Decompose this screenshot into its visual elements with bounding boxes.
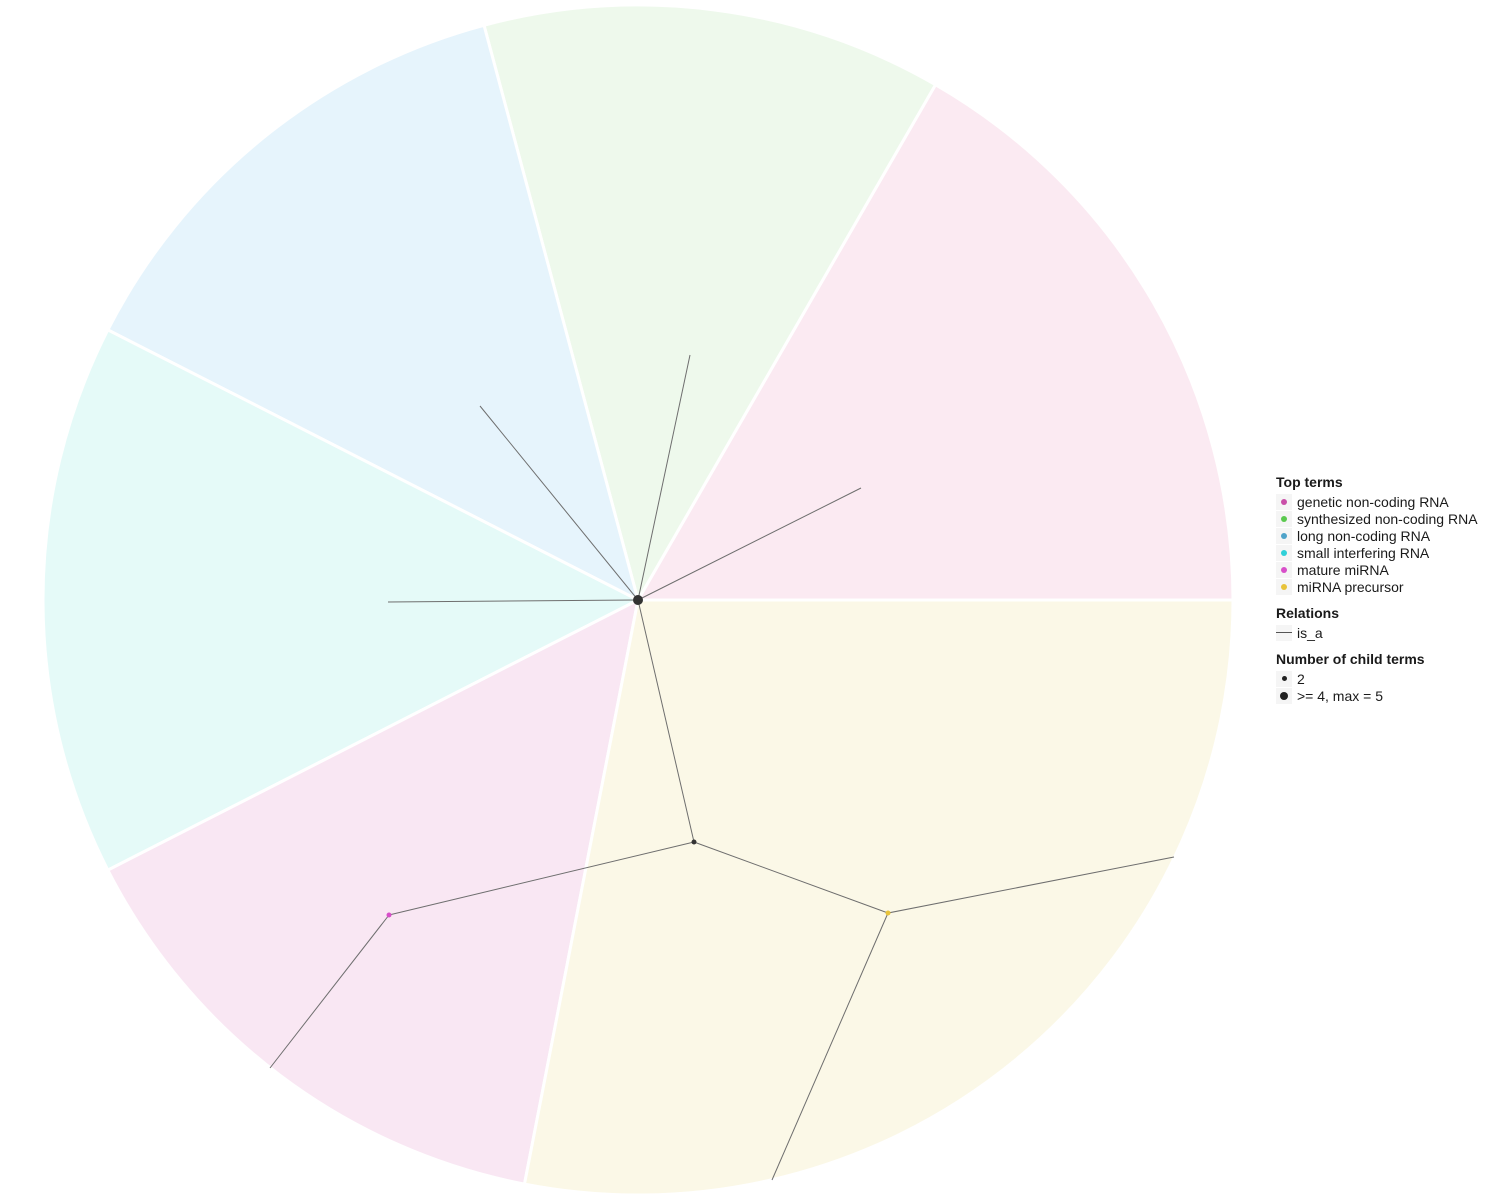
sector-group bbox=[41, 3, 1235, 1197]
legend-key bbox=[1276, 544, 1292, 561]
legend-top-terms: Top terms genetic non-coding RNA synthes… bbox=[1276, 474, 1478, 595]
branch-node bbox=[691, 839, 697, 845]
legend-relations-title: Relations bbox=[1276, 605, 1340, 621]
legend-label: is_a bbox=[1297, 624, 1323, 641]
legend-key bbox=[1276, 527, 1292, 544]
is-a-edge bbox=[771, 912, 889, 1181]
legend-key bbox=[1276, 624, 1292, 641]
root-node bbox=[633, 595, 643, 605]
is-a-edge bbox=[637, 599, 695, 843]
sector-mature-mirna bbox=[105, 597, 641, 1186]
legend-label: miRNA precursor bbox=[1297, 578, 1404, 595]
legend-item-is-a: is_a bbox=[1276, 624, 1478, 641]
is-a-edge bbox=[388, 841, 695, 916]
legend-label: 2 bbox=[1297, 670, 1305, 687]
legend-label: mature miRNA bbox=[1297, 561, 1389, 578]
legend-key bbox=[1276, 687, 1292, 704]
legend-child-terms: Number of child terms 2 >= 4, max = 5 bbox=[1276, 651, 1478, 704]
legend-dot-icon bbox=[1281, 583, 1287, 590]
legend-item-size-2: 2 bbox=[1276, 670, 1478, 687]
legend: Top terms genetic non-coding RNA synthes… bbox=[1276, 474, 1478, 714]
is-a-edge bbox=[269, 914, 390, 1069]
node-group bbox=[386, 595, 891, 918]
legend-item-mirna-precursor: miRNA precursor bbox=[1276, 578, 1478, 595]
legend-relations: Relations is_a bbox=[1276, 605, 1478, 641]
legend-dot-icon bbox=[1281, 549, 1287, 556]
mirna-precursor-node bbox=[885, 910, 891, 916]
ontology-circular-diagram bbox=[41, 3, 1235, 1197]
edge-group bbox=[269, 354, 1175, 1181]
sector-synthesized-non-coding-rna bbox=[482, 3, 938, 604]
legend-top-terms-title: Top terms bbox=[1276, 474, 1343, 490]
line-icon bbox=[1276, 632, 1292, 633]
sector-genetic-non-coding-rna bbox=[635, 82, 1235, 602]
legend-label: synthesized non-coding RNA bbox=[1297, 510, 1478, 527]
mature-mirna-node bbox=[386, 912, 392, 918]
is-a-edge bbox=[637, 354, 691, 601]
legend-dot-icon bbox=[1281, 515, 1287, 522]
legend-item-genetic-non-coding-rna: genetic non-coding RNA bbox=[1276, 493, 1478, 510]
is-a-edge bbox=[637, 487, 862, 601]
legend-label: genetic non-coding RNA bbox=[1297, 493, 1449, 510]
legend-dot-icon bbox=[1281, 498, 1287, 505]
legend-item-long-non-coding-rna: long non-coding RNA bbox=[1276, 527, 1478, 544]
legend-dot-icon bbox=[1281, 566, 1287, 573]
legend-item-size-4plus: >= 4, max = 5 bbox=[1276, 687, 1478, 704]
legend-key bbox=[1276, 578, 1292, 595]
legend-item-small-interfering-rna: small interfering RNA bbox=[1276, 544, 1478, 561]
is-a-edge bbox=[479, 405, 639, 601]
legend-label: >= 4, max = 5 bbox=[1297, 687, 1383, 704]
is-a-edge bbox=[387, 599, 639, 603]
is-a-edge bbox=[887, 856, 1175, 914]
legend-key bbox=[1276, 561, 1292, 578]
legend-key bbox=[1276, 670, 1292, 687]
sector-long-non-coding-rna bbox=[105, 23, 641, 603]
legend-label: long non-coding RNA bbox=[1297, 527, 1431, 544]
legend-dot-icon bbox=[1281, 532, 1287, 539]
legend-item-mature-mirna: mature miRNA bbox=[1276, 561, 1478, 578]
large-dot-icon bbox=[1280, 691, 1288, 700]
small-dot-icon bbox=[1281, 676, 1287, 681]
legend-label: small interfering RNA bbox=[1297, 544, 1430, 561]
legend-child-terms-title: Number of child terms bbox=[1276, 651, 1425, 667]
legend-item-synthesized-non-coding-rna: synthesized non-coding RNA bbox=[1276, 510, 1478, 527]
legend-key bbox=[1276, 510, 1292, 527]
legend-key bbox=[1276, 493, 1292, 510]
sector-mirna-precursor bbox=[522, 598, 1235, 1197]
sector-small-interfering-rna bbox=[41, 327, 642, 873]
is-a-edge bbox=[693, 841, 889, 914]
